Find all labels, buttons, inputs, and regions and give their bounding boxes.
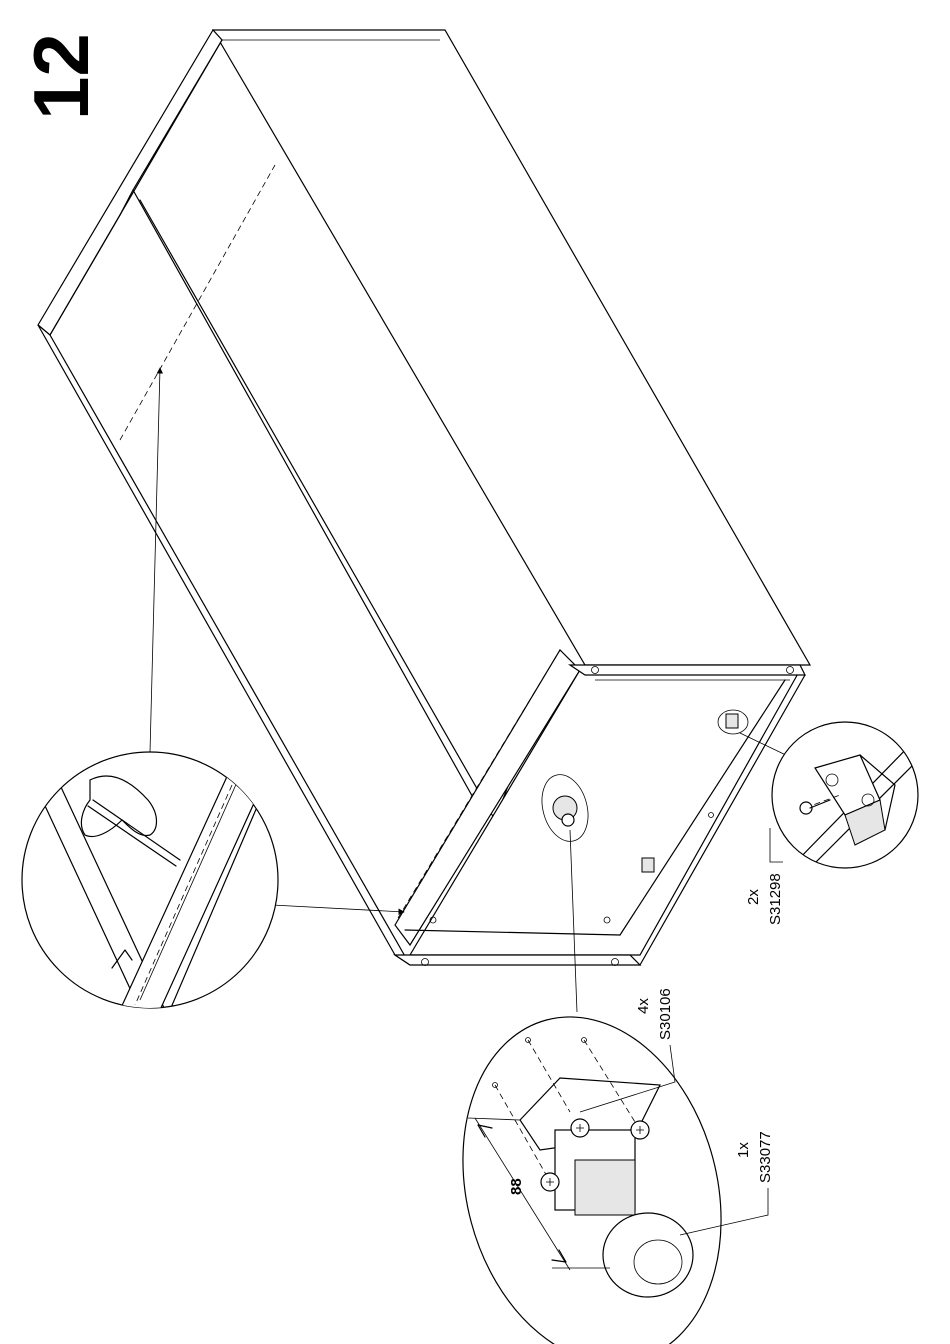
bracket-detail-circle [772,722,918,868]
part-qty: 1x [735,1142,752,1158]
part-qty: 4x [635,998,652,1014]
part-code: S31298 [767,873,784,925]
leg-detail-circle [426,988,759,1344]
part-label-s31298: 2x S31298 [745,828,784,925]
step-number: 12 [17,33,105,120]
bracket-on-cabinet-2 [642,858,654,872]
part-qty: 2x [745,889,762,905]
dimension-label: 88 [508,1178,525,1195]
part-code: S30106 [657,988,674,1040]
marking-detail-circle [22,752,278,1010]
svg-text:12: 12 [17,33,105,120]
part-code: S33077 [757,1131,774,1183]
